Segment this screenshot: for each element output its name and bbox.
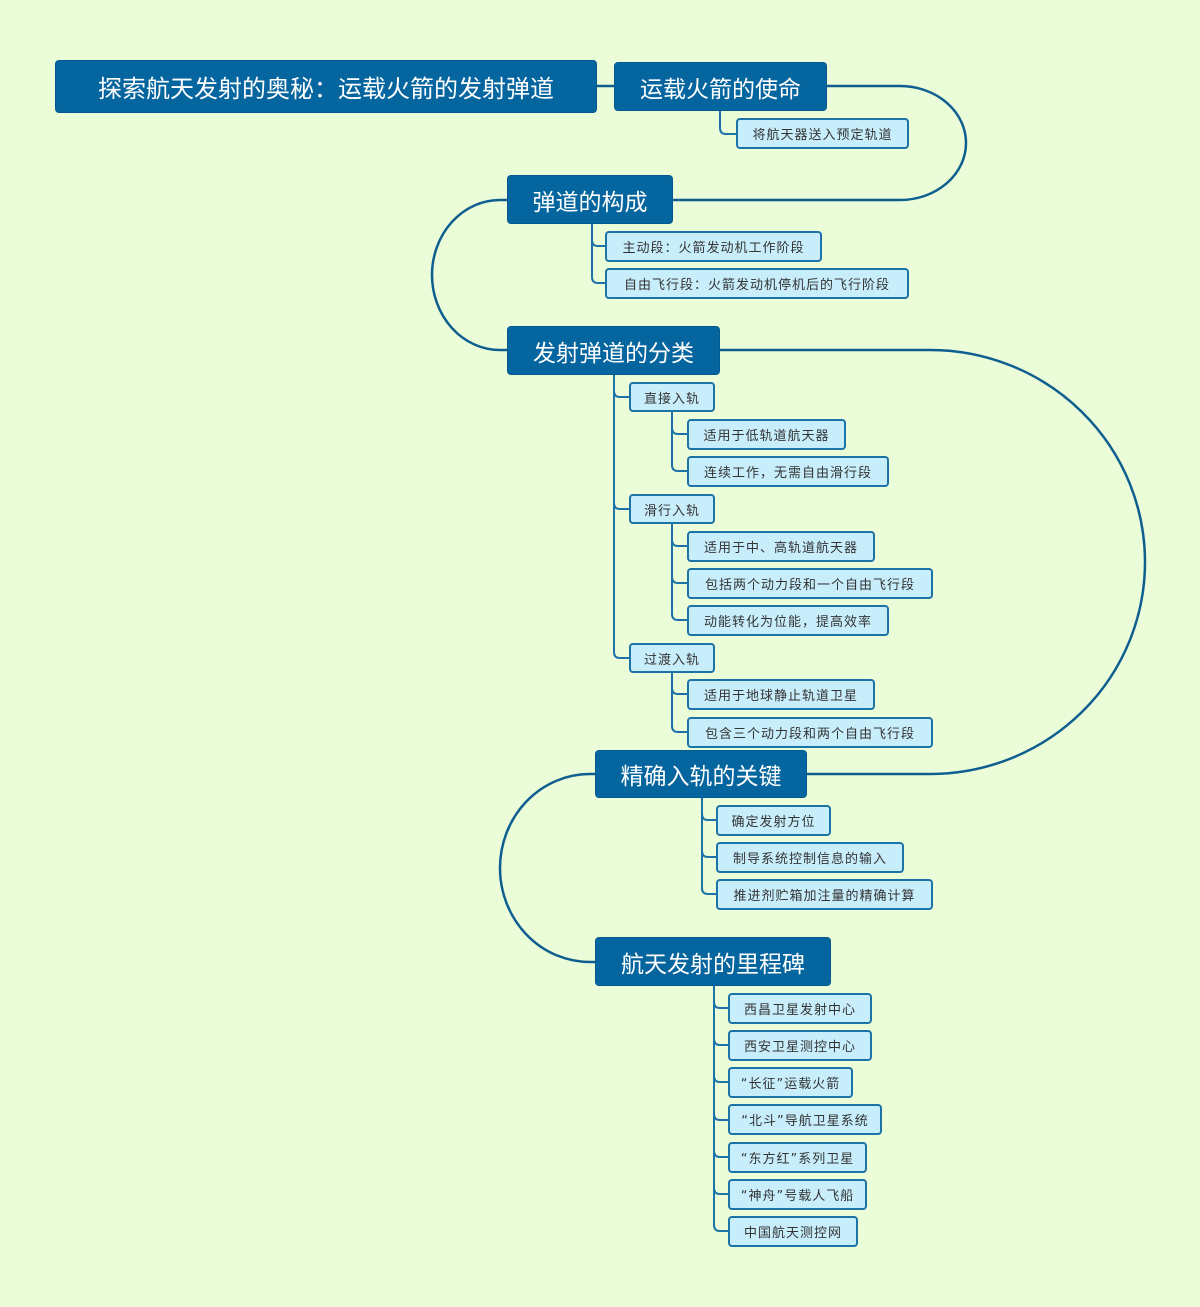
subtopic-coast-orbit[interactable]: 滑行入轨 xyxy=(629,494,715,524)
subtopic-label: 将航天器送入预定轨道 xyxy=(752,128,893,143)
subtopic-label: 滑行入轨 xyxy=(643,503,700,519)
subtopic[interactable]: “东方红”系列卫星 xyxy=(728,1142,867,1173)
subtopic[interactable]: “北斗”导航卫星系统 xyxy=(728,1104,882,1135)
subtopic-label: “长征”运载火箭 xyxy=(740,1077,841,1092)
subtopic[interactable]: 推进剂贮箱加注量的精确计算 xyxy=(716,879,933,910)
subtopic[interactable]: 主动段：火箭发动机工作阶段 xyxy=(605,231,822,262)
topic-label: 发射弹道的分类 xyxy=(533,340,694,367)
subtopic-direct-orbit[interactable]: 直接入轨 xyxy=(629,382,715,412)
subtopic[interactable]: 西安卫星测控中心 xyxy=(728,1030,872,1061)
subtopic[interactable]: 将航天器送入预定轨道 xyxy=(736,118,909,149)
detail-item[interactable]: 适用于地球静止轨道卫星 xyxy=(687,679,875,710)
subtopic-label: 中国航天测控网 xyxy=(743,1226,842,1241)
root-topic[interactable]: 探索航天发射的奥秘：运载火箭的发射弹道 xyxy=(55,60,597,113)
subtopic[interactable]: “神舟”号载人飞船 xyxy=(728,1179,867,1210)
subtopic-label: 过渡入轨 xyxy=(643,652,700,668)
topic-launch-milestones[interactable]: 航天发射的里程碑 xyxy=(595,937,831,986)
subtopic-label: 推进剂贮箱加注量的精确计算 xyxy=(733,889,916,904)
detail-label: 包括两个动力段和一个自由飞行段 xyxy=(704,578,915,593)
subtopic-label: 主动段：火箭发动机工作阶段 xyxy=(622,241,805,256)
subtopic-label: “东方红”系列卫星 xyxy=(740,1152,855,1167)
root-topic-label: 探索航天发射的奥秘：运载火箭的发射弹道 xyxy=(98,75,554,103)
topic-trajectory-composition[interactable]: 弹道的构成 xyxy=(507,175,673,224)
subtopic-label: 自由飞行段：火箭发动机停机后的飞行阶段 xyxy=(623,278,890,293)
detail-label: 包含三个动力段和两个自由飞行段 xyxy=(704,727,915,742)
subtopic[interactable]: 制导系统控制信息的输入 xyxy=(716,842,904,873)
detail-item[interactable]: 连续工作，无需自由滑行段 xyxy=(687,456,889,487)
subtopic-label: “北斗”导航卫星系统 xyxy=(741,1114,869,1129)
subtopic-label: 西安卫星测控中心 xyxy=(743,1040,856,1055)
detail-label: 适用于中、高轨道航天器 xyxy=(703,541,858,556)
detail-label: 适用于低轨道航天器 xyxy=(703,429,830,444)
subtopic[interactable]: 确定发射方位 xyxy=(716,805,831,836)
detail-item[interactable]: 动能转化为位能，提高效率 xyxy=(687,605,889,636)
subtopic[interactable]: “长征”运载火箭 xyxy=(728,1067,853,1098)
detail-item[interactable]: 适用于低轨道航天器 xyxy=(687,419,846,450)
detail-item[interactable]: 包含三个动力段和两个自由飞行段 xyxy=(687,717,933,748)
topic-label: 航天发射的里程碑 xyxy=(621,951,805,978)
subtopic[interactable]: 自由飞行段：火箭发动机停机后的飞行阶段 xyxy=(605,268,909,299)
topic-trajectory-classification[interactable]: 发射弹道的分类 xyxy=(507,326,720,375)
subtopic-label: “神舟”号载人飞船 xyxy=(740,1189,855,1204)
topic-label: 精确入轨的关键 xyxy=(620,764,782,790)
topic-rocket-mission[interactable]: 运载火箭的使命 xyxy=(614,62,827,111)
topic-label: 弹道的构成 xyxy=(532,189,648,216)
detail-label: 连续工作，无需自由滑行段 xyxy=(703,466,872,481)
detail-label: 适用于地球静止轨道卫星 xyxy=(703,689,858,704)
subtopic-label: 确定发射方位 xyxy=(731,815,816,830)
detail-item[interactable]: 包括两个动力段和一个自由飞行段 xyxy=(687,568,933,599)
detail-item[interactable]: 适用于中、高轨道航天器 xyxy=(687,531,875,562)
subtopic-label: 直接入轨 xyxy=(643,391,700,407)
topic-precise-orbit-key[interactable]: 精确入轨的关键 xyxy=(595,750,807,798)
topic-label: 运载火箭的使命 xyxy=(640,76,801,103)
subtopic-transfer-orbit[interactable]: 过渡入轨 xyxy=(629,643,715,673)
subtopic-label: 西昌卫星发射中心 xyxy=(743,1003,856,1018)
subtopic-label: 制导系统控制信息的输入 xyxy=(732,852,887,867)
subtopic[interactable]: 西昌卫星发射中心 xyxy=(728,993,872,1024)
subtopic[interactable]: 中国航天测控网 xyxy=(728,1216,858,1247)
detail-label: 动能转化为位能，提高效率 xyxy=(703,615,872,630)
